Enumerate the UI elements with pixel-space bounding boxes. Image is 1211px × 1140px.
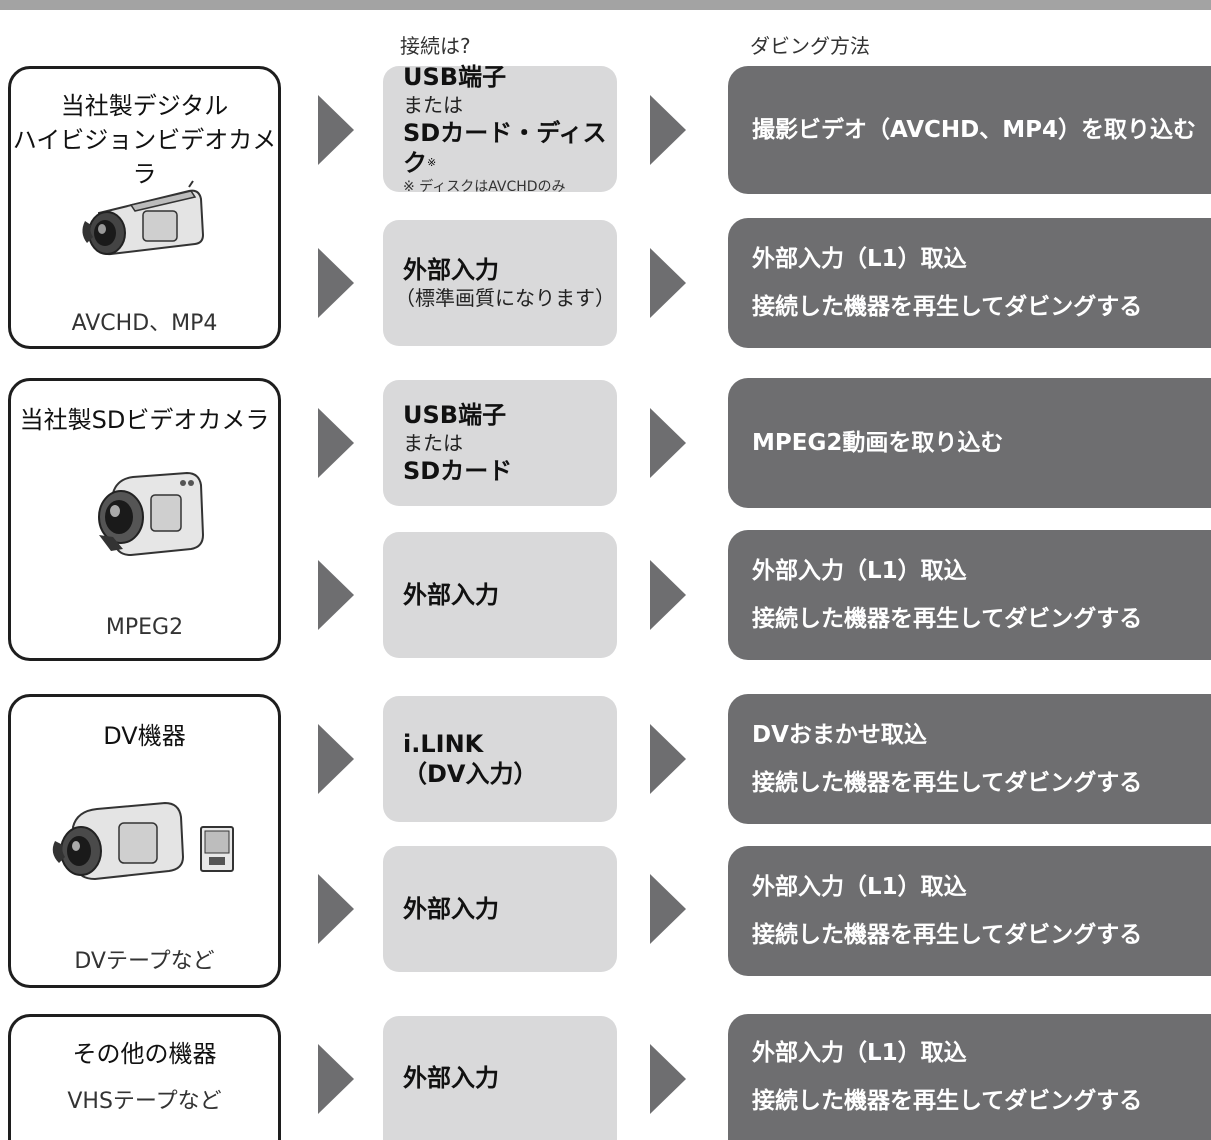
arrow-icon bbox=[318, 560, 354, 630]
connection-note: （標準画質になります） bbox=[395, 286, 615, 310]
connection-or: または bbox=[403, 93, 463, 117]
connection-label: USB端子 bbox=[403, 401, 507, 429]
device-title: 当社製SDビデオカメラ bbox=[19, 406, 270, 434]
method-box: 撮影ビデオ（AVCHD、MP4）を取り込む bbox=[728, 66, 1211, 194]
connection-label: （DV入力） bbox=[403, 760, 538, 788]
device-format: VHSテープなど bbox=[67, 1089, 222, 1114]
device-format: AVCHD、MP4 bbox=[71, 311, 218, 336]
connection-box-usb-sd: USB端子 または SDカード bbox=[383, 380, 617, 506]
arrow-icon bbox=[318, 724, 354, 794]
connection-box-external-input: 外部入力 （標準画質になります） bbox=[383, 220, 617, 346]
method-box: 外部入力（L1）取込 接続した機器を再生してダビングする bbox=[728, 218, 1211, 348]
arrow-icon bbox=[318, 95, 354, 165]
arrow-icon bbox=[650, 408, 686, 478]
method-label: 接続した機器を再生してダビングする bbox=[752, 606, 1143, 632]
device-title: その他の機器 bbox=[72, 1040, 217, 1068]
arrow-icon bbox=[650, 874, 686, 944]
dv-camcorder-icon bbox=[52, 801, 234, 881]
connection-label: 外部入力 bbox=[403, 581, 499, 609]
method-label: 外部入力（L1）取込 bbox=[752, 874, 967, 900]
arrow-icon bbox=[650, 248, 686, 318]
method-label: 撮影ビデオ（AVCHD、MP4）を取り込む bbox=[752, 117, 1197, 143]
column-header-method: ダビング方法 bbox=[750, 34, 870, 58]
method-label: 外部入力（L1）取込 bbox=[752, 246, 967, 272]
device-other: その他の機器 VHSテープなど bbox=[8, 1014, 281, 1140]
footnote-mark: ※ bbox=[427, 156, 437, 169]
method-label: MPEG2動画を取り込む bbox=[752, 430, 1004, 456]
arrow-icon bbox=[318, 874, 354, 944]
arrow-icon bbox=[650, 560, 686, 630]
device-title: DV機器 bbox=[103, 722, 186, 750]
arrow-icon bbox=[650, 1044, 686, 1114]
arrow-icon bbox=[318, 1044, 354, 1114]
connection-label: i.LINK bbox=[403, 730, 484, 758]
method-label: DVおまかせ取込 bbox=[752, 722, 927, 748]
method-box: 外部入力（L1）取込 接続した機器を再生してダビングする bbox=[728, 1014, 1211, 1140]
arrow-icon bbox=[318, 248, 354, 318]
method-box: 外部入力（L1）取込 接続した機器を再生してダビングする bbox=[728, 530, 1211, 660]
top-rule bbox=[0, 0, 1211, 10]
method-label: 接続した機器を再生してダビングする bbox=[752, 922, 1143, 948]
connection-box-external-input: 外部入力 bbox=[383, 1016, 617, 1140]
connection-box-ilink: i.LINK （DV入力） bbox=[383, 696, 617, 822]
connection-box-usb-sd-disc: USB端子 または SDカード・ディスク※ ※ ディスクはAVCHDのみ bbox=[383, 63, 617, 195]
hd-camcorder-icon bbox=[82, 180, 205, 256]
method-box: 外部入力（L1）取込 接続した機器を再生してダビングする bbox=[728, 846, 1211, 976]
arrow-icon bbox=[318, 408, 354, 478]
method-label: 接続した機器を再生してダビングする bbox=[752, 1088, 1143, 1114]
method-label: 接続した機器を再生してダビングする bbox=[752, 770, 1143, 796]
method-box: MPEG2動画を取り込む bbox=[728, 378, 1211, 508]
arrow-icon bbox=[650, 95, 686, 165]
method-label: 接続した機器を再生してダビングする bbox=[752, 294, 1143, 320]
device-hd-camera: 当社製デジタル ハイビジョンビデオカメラ AVCHD、MP4 bbox=[8, 66, 281, 349]
arrow-icon bbox=[650, 724, 686, 794]
connection-label: 外部入力 bbox=[403, 895, 499, 923]
dv-tape-icon bbox=[200, 826, 234, 872]
column-header-connection: 接続は? bbox=[400, 34, 471, 58]
device-sd-camera: 当社製SDビデオカメラ MPEG2 bbox=[8, 378, 281, 661]
connection-box-external-input: 外部入力 bbox=[383, 846, 617, 972]
device-dv: DV機器 DVテープなど bbox=[8, 694, 281, 988]
device-format: MPEG2 bbox=[105, 615, 184, 640]
connection-box-external-input: 外部入力 bbox=[383, 532, 617, 658]
connection-label: SDカード bbox=[403, 457, 513, 485]
device-title: 当社製デジタル bbox=[60, 92, 229, 120]
connection-label: 外部入力 bbox=[403, 256, 499, 284]
method-box: DVおまかせ取込 接続した機器を再生してダビングする bbox=[728, 694, 1211, 824]
connection-or: または bbox=[403, 431, 463, 455]
device-format: DVテープなど bbox=[74, 949, 215, 974]
connection-note: ※ ディスクはAVCHDのみ bbox=[403, 179, 566, 195]
connection-label: SDカード・ディスク※ bbox=[403, 119, 607, 177]
method-label: 外部入力（L1）取込 bbox=[752, 558, 967, 584]
sd-camcorder-icon bbox=[98, 471, 205, 557]
connection-label: 外部入力 bbox=[403, 1064, 499, 1092]
connection-label: USB端子 bbox=[403, 63, 507, 91]
device-title: ハイビジョンビデオカメラ bbox=[12, 126, 277, 188]
method-label: 外部入力（L1）取込 bbox=[752, 1040, 967, 1066]
